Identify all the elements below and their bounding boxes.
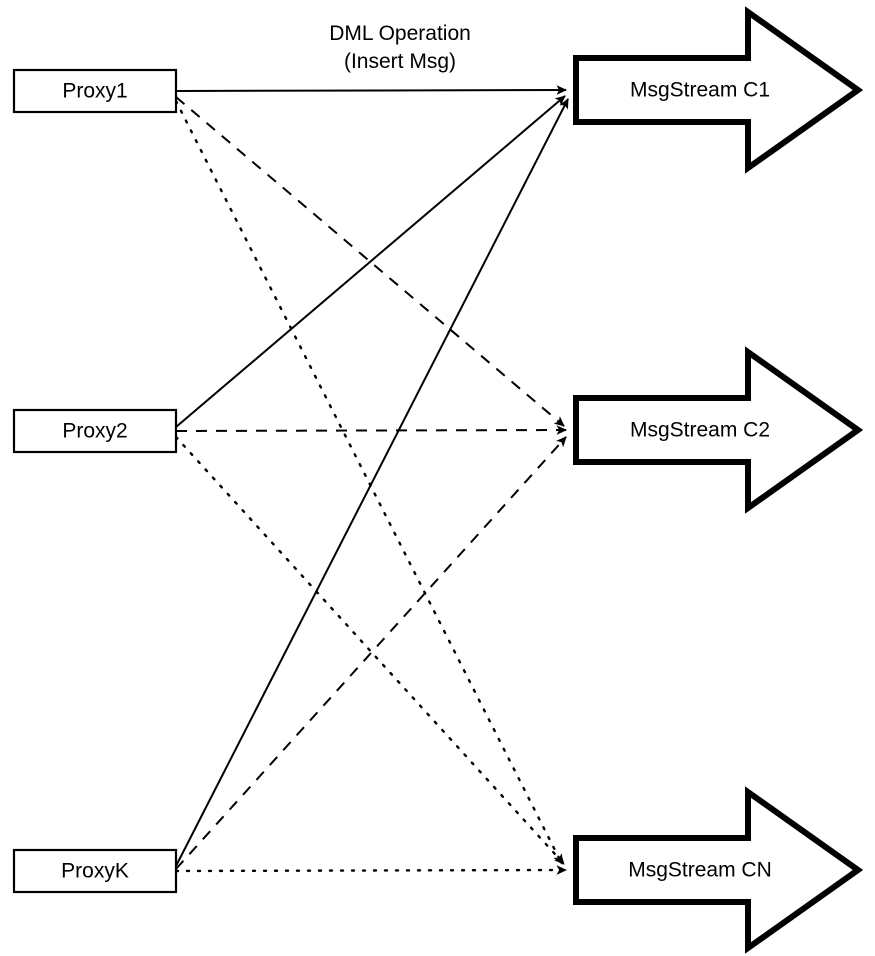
- streams-layer: MsgStream C1 MsgStream C2 MsgStream CN: [573, 6, 864, 954]
- proxy1[interactable]: Proxy1: [12, 68, 178, 114]
- links-layer: [174, 85, 569, 875]
- proxy1-box[interactable]: [12, 68, 178, 114]
- edge-label-insert-msg: (Insert Msg): [344, 50, 456, 73]
- proxyk-label: ProxyK: [61, 860, 129, 883]
- link-proxy2-c1: [175, 95, 566, 428]
- stream-c2-shape: [573, 346, 864, 514]
- stream-cn-shape: [573, 786, 864, 954]
- proxy2[interactable]: Proxy2: [12, 408, 178, 454]
- link-line-proxyk-cn: [174, 865, 568, 875]
- link-line-proxyk-c2: [175, 436, 567, 870]
- proxy2-box[interactable]: [12, 408, 178, 454]
- link-line-proxy1-c2: [175, 96, 565, 427]
- link-line-proxy2-c1: [175, 95, 566, 428]
- link-proxy2-c2: [175, 425, 567, 435]
- stream-c1-shape: [573, 6, 864, 174]
- proxy1-label: Proxy1: [62, 80, 127, 103]
- link-line-proxy2-c2: [175, 425, 567, 435]
- link-line-proxy1-c1: [175, 85, 567, 95]
- link-proxyk-c1: [175, 98, 569, 867]
- link-proxy1-c1: [175, 85, 567, 95]
- link-proxy2-cn: [174, 435, 566, 866]
- link-proxy1-cn: [174, 99, 564, 866]
- stream-c1-label: MsgStream C1: [630, 79, 770, 102]
- proxyk[interactable]: ProxyK: [12, 848, 178, 894]
- link-line-proxy1-cn: [174, 99, 564, 866]
- link-proxy1-c2: [175, 96, 565, 427]
- stream-c2: MsgStream C2: [573, 346, 864, 514]
- proxyk-box[interactable]: [12, 848, 178, 894]
- stream-cn-label: MsgStream CN: [628, 859, 772, 882]
- link-line-proxy2-cn: [174, 435, 566, 866]
- stream-cn: MsgStream CN: [573, 786, 864, 954]
- proxy2-label: Proxy2: [62, 420, 127, 443]
- stream-c1: MsgStream C1: [573, 6, 864, 174]
- link-proxyk-c2: [175, 436, 567, 870]
- link-line-proxyk-c1: [175, 98, 569, 867]
- stream-c2-label: MsgStream C2: [630, 419, 770, 442]
- edge-label-dml-operation: DML Operation: [329, 22, 471, 45]
- link-proxyk-cn: [174, 865, 568, 875]
